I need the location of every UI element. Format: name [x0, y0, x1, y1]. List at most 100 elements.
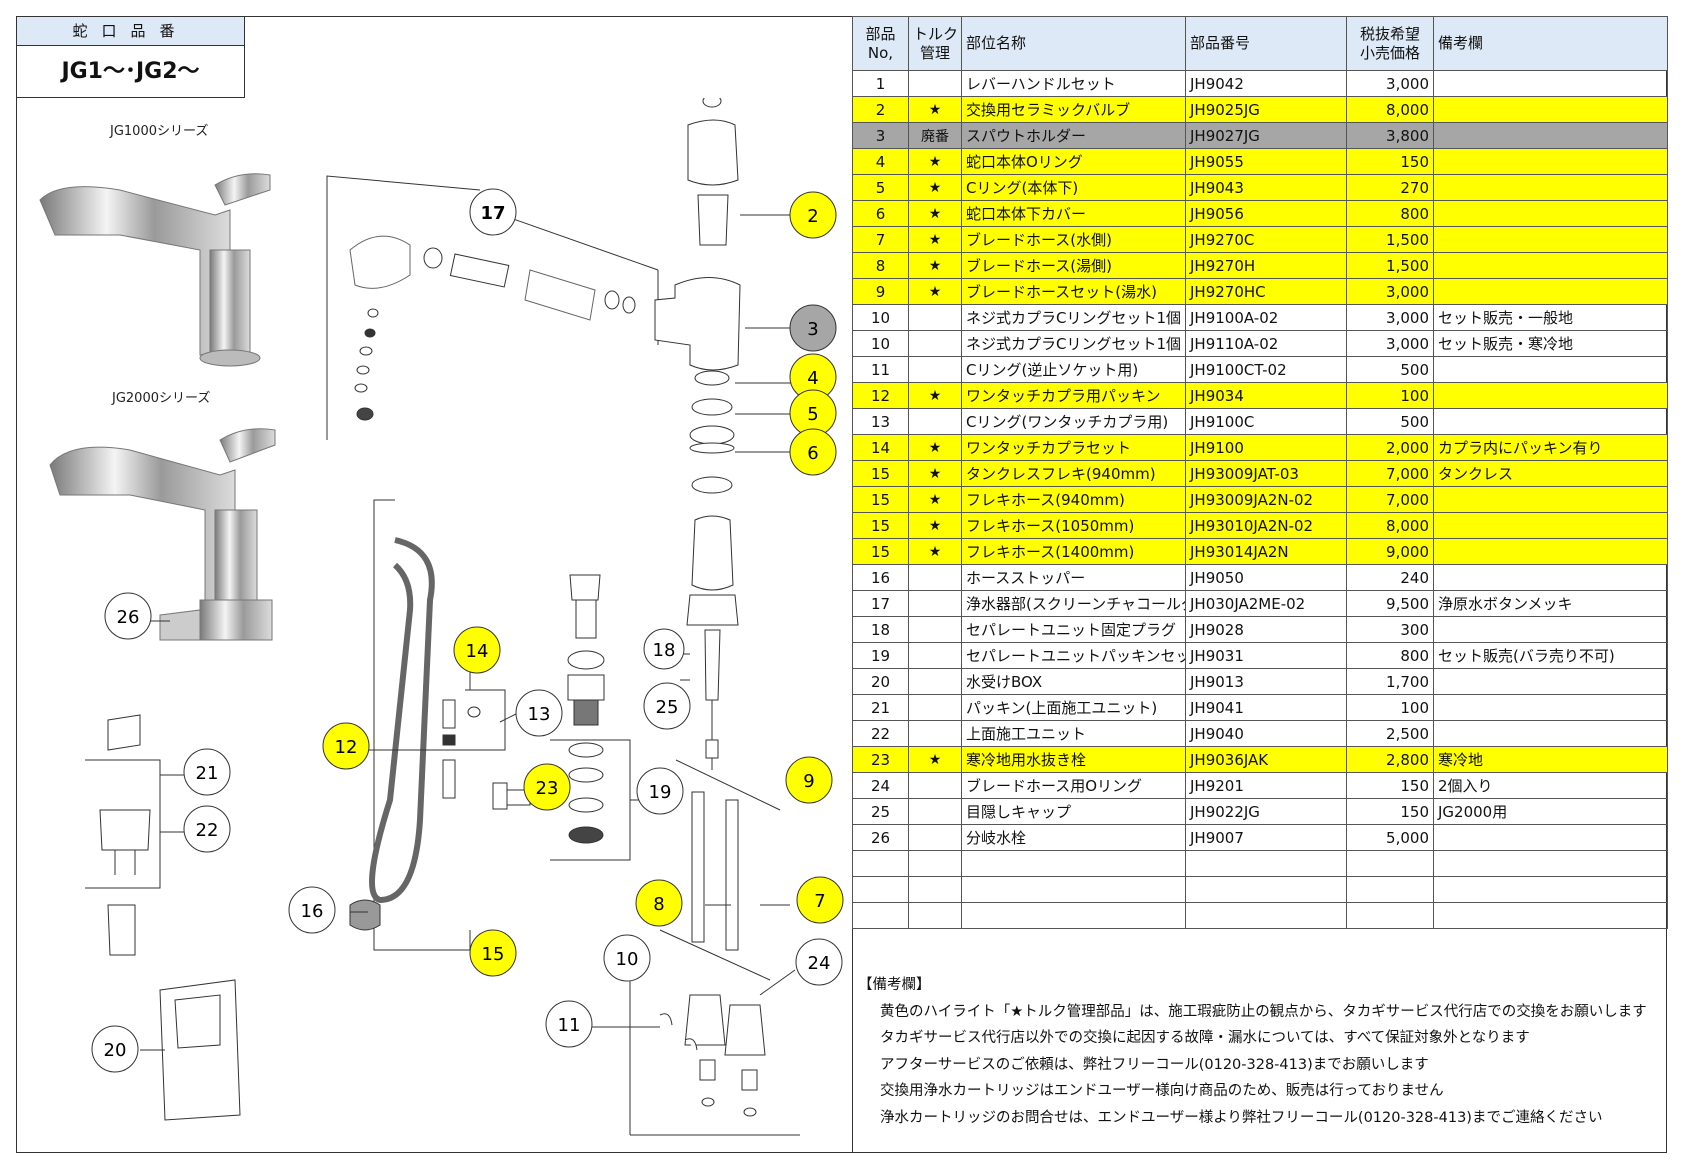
cell-part-number — [1185, 902, 1347, 929]
cell-no: 7 — [852, 226, 909, 253]
svg-text:10: 10 — [616, 949, 639, 970]
cell-part-number: JH9031 — [1185, 642, 1347, 669]
cell-remarks — [1433, 148, 1668, 175]
cell-price — [1346, 902, 1434, 929]
cell-name: Cリング(ワンタッチカプラ用) — [961, 408, 1186, 435]
cell-part-number: JH9034 — [1185, 382, 1347, 409]
cell-price: 3,000 — [1346, 278, 1434, 305]
cell-remarks: タンクレス — [1433, 460, 1668, 487]
cell-name: ネジ式カプラCリングセット1個 — [961, 330, 1186, 357]
svg-text:24: 24 — [808, 953, 831, 974]
cell-torque — [908, 564, 962, 591]
cell-remarks — [1433, 278, 1668, 305]
cell-torque: ★ — [908, 486, 962, 513]
cell-no: 10 — [852, 330, 909, 357]
cell-torque: ★ — [908, 746, 962, 773]
cell-price: 3,000 — [1346, 70, 1434, 97]
svg-text:22: 22 — [196, 820, 219, 841]
cell-no: 12 — [852, 382, 909, 409]
cell-no: 14 — [852, 434, 909, 461]
svg-text:12: 12 — [335, 737, 358, 758]
cell-torque — [908, 876, 962, 903]
svg-text:23: 23 — [536, 778, 559, 799]
cell-no: 3 — [852, 122, 909, 149]
table-row — [852, 876, 1668, 903]
cell-price: 1,500 — [1346, 226, 1434, 253]
cell-remarks — [1433, 720, 1668, 747]
cell-name: セパレートユニットパッキンセット — [961, 642, 1186, 669]
cell-no: 8 — [852, 252, 909, 279]
cell-price: 100 — [1346, 694, 1434, 721]
callout-18: 18 — [643, 628, 685, 670]
cell-no: 25 — [852, 798, 909, 825]
callout-25: 25 — [643, 682, 691, 730]
cell-torque: ★ — [908, 252, 962, 279]
note-line: タカギサービス代行店以外での交換に起因する故障・漏水については、すべて保証対象外… — [880, 1030, 1530, 1046]
cell-price: 7,000 — [1346, 460, 1434, 487]
cell-torque: ★ — [908, 382, 962, 409]
cell-price: 100 — [1346, 382, 1434, 409]
notes-title: 【備考欄】 — [858, 977, 931, 993]
cell-part-number: JH9042 — [1185, 70, 1347, 97]
cell-remarks — [1433, 174, 1668, 201]
cell-remarks — [1433, 538, 1668, 565]
cell-torque — [908, 304, 962, 331]
cell-part-number: JH9007 — [1185, 824, 1347, 851]
cell-remarks: セット販売・寒冷地 — [1433, 330, 1668, 357]
cell-no: 15 — [852, 460, 909, 487]
svg-text:18: 18 — [653, 640, 676, 661]
cell-part-number: JH9270C — [1185, 226, 1347, 253]
cell-torque: ★ — [908, 226, 962, 253]
model-value: JG1～･JG2～ — [61, 59, 200, 84]
cell-part-number: JH9100CT-02 — [1185, 356, 1347, 383]
cell-torque: ★ — [908, 434, 962, 461]
cell-remarks — [1433, 694, 1668, 721]
cell-price: 270 — [1346, 174, 1434, 201]
cell-price: 150 — [1346, 148, 1434, 175]
cell-name: 寒冷地用水抜き栓 — [961, 746, 1186, 773]
cell-name: ブレードホース(湯側) — [961, 252, 1186, 279]
cell-part-number: JH9041 — [1185, 694, 1347, 721]
series-label-jg1000: JG1000シリーズ — [110, 124, 209, 139]
cell-name: 交換用セラミックバルブ — [961, 96, 1186, 123]
cell-price: 9,500 — [1346, 590, 1434, 617]
cell-name: レバーハンドルセット — [961, 70, 1186, 97]
cell-price: 8,000 — [1346, 512, 1434, 539]
cell-price — [1346, 876, 1434, 903]
cell-no: 15 — [852, 512, 909, 539]
callout-14: 14 — [453, 626, 501, 674]
cell-remarks — [1433, 408, 1668, 435]
svg-text:15: 15 — [482, 944, 505, 965]
cell-price: 500 — [1346, 356, 1434, 383]
couplers — [629, 950, 800, 1136]
cell-price: 150 — [1346, 798, 1434, 825]
cell-no: 20 — [852, 668, 909, 695]
svg-text:2: 2 — [807, 206, 818, 227]
cell-name: 目隠しキャップ — [961, 798, 1186, 825]
cell-part-number: JH9100C — [1185, 408, 1347, 435]
cell-part-number: JH9027JG — [1185, 122, 1347, 149]
drain-plug — [492, 782, 531, 810]
cell-remarks — [1433, 96, 1668, 123]
cell-no: 23 — [852, 746, 909, 773]
cell-no: 26 — [852, 824, 909, 851]
cell-remarks — [1433, 564, 1668, 591]
callouts: 1 2 3 4 5 6 7 8 9 10 11 12 13 14 15 16 1… — [91, 188, 844, 1073]
cell-price: 2,500 — [1346, 720, 1434, 747]
callout-2: 2 — [789, 191, 837, 239]
cell-no: 5 — [852, 174, 909, 201]
cell-no: 16 — [852, 564, 909, 591]
cell-remarks: カプラ内にパッキン有り — [1433, 434, 1668, 461]
cell-remarks — [1433, 512, 1668, 539]
cell-part-number: JH9013 — [1185, 668, 1347, 695]
